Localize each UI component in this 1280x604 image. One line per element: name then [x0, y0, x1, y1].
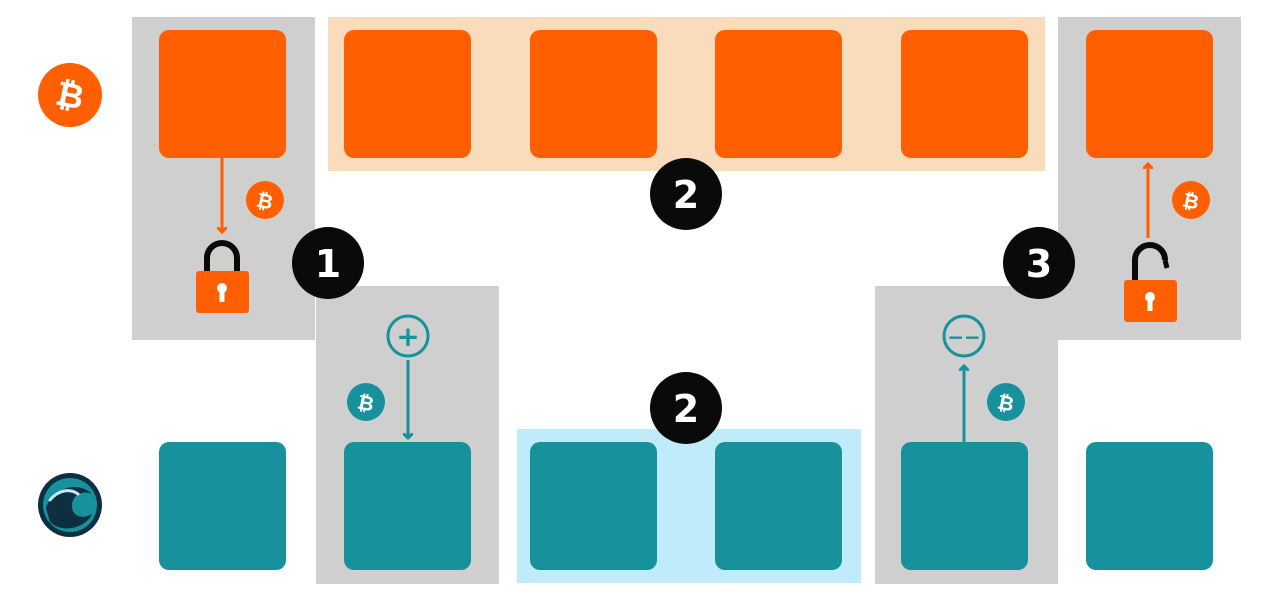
liquid-block — [715, 442, 842, 570]
svg-text:₿: ₿ — [1180, 188, 1201, 215]
svg-text:−−: −− — [947, 325, 981, 349]
bitcoin-block — [1086, 30, 1213, 158]
svg-text:₿: ₿ — [355, 390, 376, 417]
svg-text:2: 2 — [673, 387, 699, 431]
svg-text:₿: ₿ — [254, 188, 275, 215]
bitcoin-chain — [159, 30, 1213, 158]
step-badge-2-top: 2 — [650, 158, 722, 230]
closed-padlock-icon — [196, 240, 249, 313]
bitcoin-symbol-icon: ₿ — [246, 181, 284, 219]
open-padlock-icon — [1124, 242, 1177, 322]
step-badge-3: 3 — [1003, 227, 1075, 299]
svg-text:3: 3 — [1026, 242, 1052, 286]
bitcoin-symbol-icon: ₿ — [1172, 181, 1210, 219]
bitcoin-logo-icon: ₿ — [38, 63, 102, 127]
liquid-block — [159, 442, 286, 570]
liquid-block — [344, 442, 471, 570]
liquid-chain — [159, 442, 1213, 570]
svg-text:+: + — [396, 320, 419, 353]
bitcoin-symbol-icon: ₿ — [987, 383, 1025, 421]
svg-text:₿: ₿ — [995, 390, 1016, 417]
liquid-block — [901, 442, 1028, 570]
svg-text:1: 1 — [315, 242, 341, 286]
bitcoin-block — [344, 30, 471, 158]
svg-text:2: 2 — [673, 173, 699, 217]
bitcoin-block — [159, 30, 286, 158]
liquid-block — [1086, 442, 1213, 570]
bitcoin-block — [901, 30, 1028, 158]
step-badge-1: 1 — [292, 227, 364, 299]
liquid-block — [530, 442, 657, 570]
bitcoin-symbol-icon: ₿ — [347, 383, 385, 421]
minus-circle-icon: −− — [942, 314, 986, 358]
plus-circle-icon: + — [386, 314, 430, 358]
bitcoin-block — [715, 30, 842, 158]
bitcoin-block — [530, 30, 657, 158]
liquid-network-logo-icon — [38, 473, 102, 537]
step-badge-2-bottom: 2 — [650, 372, 722, 444]
